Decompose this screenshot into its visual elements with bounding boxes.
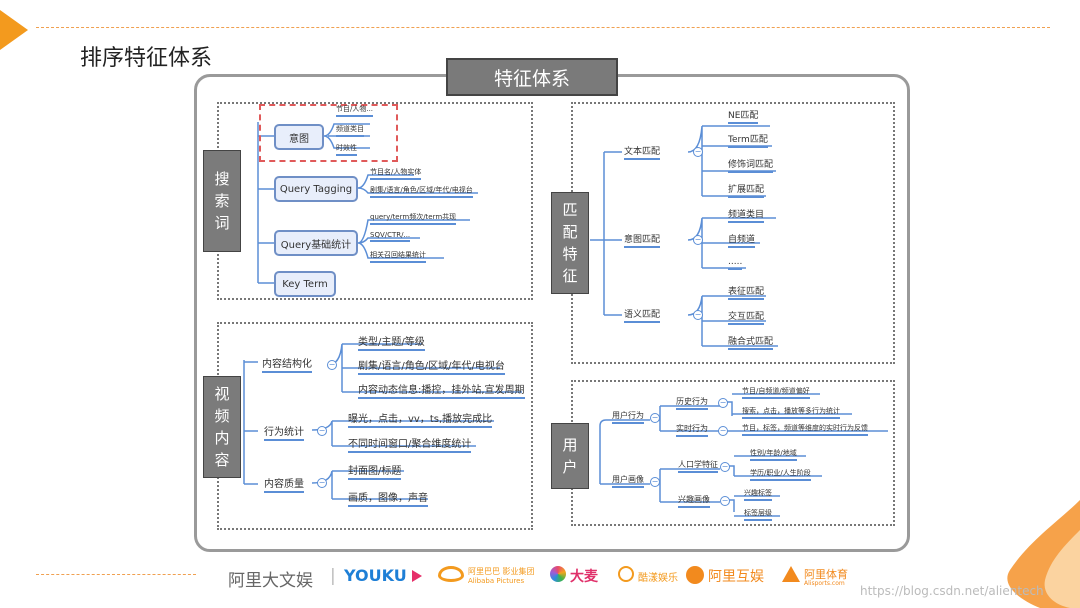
node-intent-match: 意图匹配: [624, 232, 661, 248]
leaf-ellipsis: .....: [728, 257, 743, 270]
match-section-label: 匹配特征: [551, 192, 589, 294]
node-query-tagging: Query Tagging: [274, 176, 358, 202]
leaf-time-window: 不同时间窗口/聚合维度统计: [348, 435, 472, 453]
leaf-stats-frequency: query/term频次/term共现: [370, 212, 457, 225]
collapse-text-match[interactable]: −: [693, 147, 703, 157]
node-query-stats: Query基础统计: [274, 230, 358, 256]
node-realtime-behavior: 实时行为: [676, 423, 708, 437]
leaf-intent-program: 节目/人物...: [336, 104, 374, 117]
logo-ali-games: 阿里互娱: [708, 569, 764, 585]
leaf-multi-behavior-stats: 搜索，点击，播放等多行为统计: [742, 406, 840, 419]
watermark: https://blog.csdn.net/alientech: [860, 584, 1044, 598]
leaf-interest-tags: 兴趣标签: [744, 488, 772, 501]
collapse-semantic-match[interactable]: −: [693, 310, 703, 320]
leaf-stats-recall: 相关召回结果统计: [370, 250, 426, 263]
leaf-self-channel: 自频道: [728, 232, 756, 248]
logo-ali-sports-en: Alisports.com: [804, 580, 845, 587]
query-section-label: 搜索词: [203, 150, 241, 252]
leaf-education-career: 学历/职业/人生阶段: [750, 468, 811, 481]
collapse-interest-profile[interactable]: −: [720, 496, 730, 506]
leaf-quality-media: 画质，图像，声音: [348, 489, 428, 507]
collapse-content-structure[interactable]: −: [327, 360, 337, 370]
alibaba-pictures-icon: [438, 566, 464, 582]
logo-separator: |: [330, 566, 336, 586]
node-history-behavior: 历史行为: [676, 396, 708, 410]
intent-highlight-box: [259, 104, 398, 162]
page-title: 排序特征体系: [80, 46, 213, 71]
leaf-tag-hierarchy: 标签层级: [744, 508, 772, 521]
collapse-user-profile[interactable]: −: [650, 477, 660, 487]
youku-play-icon: [412, 570, 422, 582]
leaf-channel-category: 频道类目: [728, 207, 765, 223]
leaf-realtime-feedback: 节目，标签，频道等维度的实时行为反馈: [742, 423, 868, 436]
leaf-gender-age: 性别/年龄/地域: [750, 448, 797, 461]
node-semantic-match: 语义匹配: [624, 307, 661, 323]
leaf-representation-match: 表征匹配: [728, 284, 765, 300]
leaf-intent-channel: 频道类目: [336, 124, 364, 137]
node-text-match: 文本匹配: [624, 144, 661, 160]
node-content-quality: 内容质量: [264, 475, 304, 493]
leaf-interaction-match: 交互匹配: [728, 309, 765, 325]
node-interest-profile: 兴趣画像: [678, 494, 710, 508]
logo-alibaba-pictures-en: Alibaba Pictures: [468, 577, 525, 585]
leaf-modifier-match: 修饰词匹配: [728, 157, 774, 173]
leaf-expand-match: 扩展匹配: [728, 182, 765, 198]
collapse-intent-match[interactable]: −: [693, 235, 703, 245]
collapse-demographics[interactable]: −: [720, 462, 730, 472]
node-content-structure: 内容结构化: [262, 355, 312, 373]
node-key-term: Key Term: [274, 271, 336, 297]
leaf-fusion-match: 融合式匹配: [728, 334, 774, 350]
collapse-behavior-stats[interactable]: −: [317, 426, 327, 436]
fox-tail-decoration: [1007, 500, 1080, 608]
leaf-program-preference: 节目/自频道/频道偏好: [742, 386, 810, 399]
node-demographics: 人口学特征: [678, 459, 718, 473]
node-intent: 意图: [274, 124, 324, 150]
leaf-intent-timeliness: 时效性: [336, 143, 357, 156]
node-behavior-stats: 行为统计: [264, 423, 304, 441]
logo-alibaba-pictures: 阿里巴巴 影业集团: [468, 567, 535, 576]
corner-triangle-decoration: [0, 10, 28, 50]
collapse-user-behavior[interactable]: −: [650, 413, 660, 423]
user-section-label: 用户: [551, 423, 589, 489]
user-panel: [571, 380, 895, 526]
leaf-cover-title: 封面图/标题: [348, 462, 402, 480]
kuyang-icon: [618, 566, 634, 582]
logo-youku: YOUKU: [344, 566, 407, 585]
main-title: 特征体系: [446, 58, 618, 96]
ali-sports-icon: [782, 566, 800, 582]
node-user-behavior: 用户行为: [612, 410, 644, 424]
logo-kuyang: 酷漾娱乐: [638, 573, 678, 584]
leaf-dynamic-info: 内容动态信息:播控，挂外站,宣发周期: [358, 381, 525, 399]
collapse-history-behavior[interactable]: −: [718, 398, 728, 408]
damai-icon: [550, 566, 566, 582]
content-section-label: 视频内容: [203, 376, 241, 478]
logo-damai: 大麦: [570, 569, 598, 585]
collapse-realtime-behavior[interactable]: −: [718, 426, 728, 436]
top-divider: [36, 27, 1050, 28]
leaf-content-attributes: 剧集/语言/角色/区域/年代/电视台: [358, 357, 505, 375]
leaf-exposure-click: 曝光，点击，vv，ts,播放完成比: [348, 410, 493, 428]
leaf-tagging-entity: 节目名/人物实体: [370, 167, 422, 180]
leaf-stats-sqv: SQV/CTR/...: [370, 231, 411, 242]
collapse-content-quality[interactable]: −: [317, 478, 327, 488]
footer-divider: [36, 574, 196, 575]
leaf-ne-match: NE匹配: [728, 108, 759, 124]
ali-games-icon: [686, 566, 704, 584]
leaf-tagging-attributes: 剧集/语言/角色/区域/年代/电视台: [370, 185, 473, 198]
leaf-term-match: Term匹配: [728, 132, 768, 148]
leaf-type-theme: 类型/主题/等级: [358, 333, 425, 351]
logo-ali-sports: 阿里体育: [804, 568, 848, 581]
node-user-profile: 用户画像: [612, 474, 644, 488]
logo-ali-entertainment: 阿里大文娱: [228, 571, 313, 591]
